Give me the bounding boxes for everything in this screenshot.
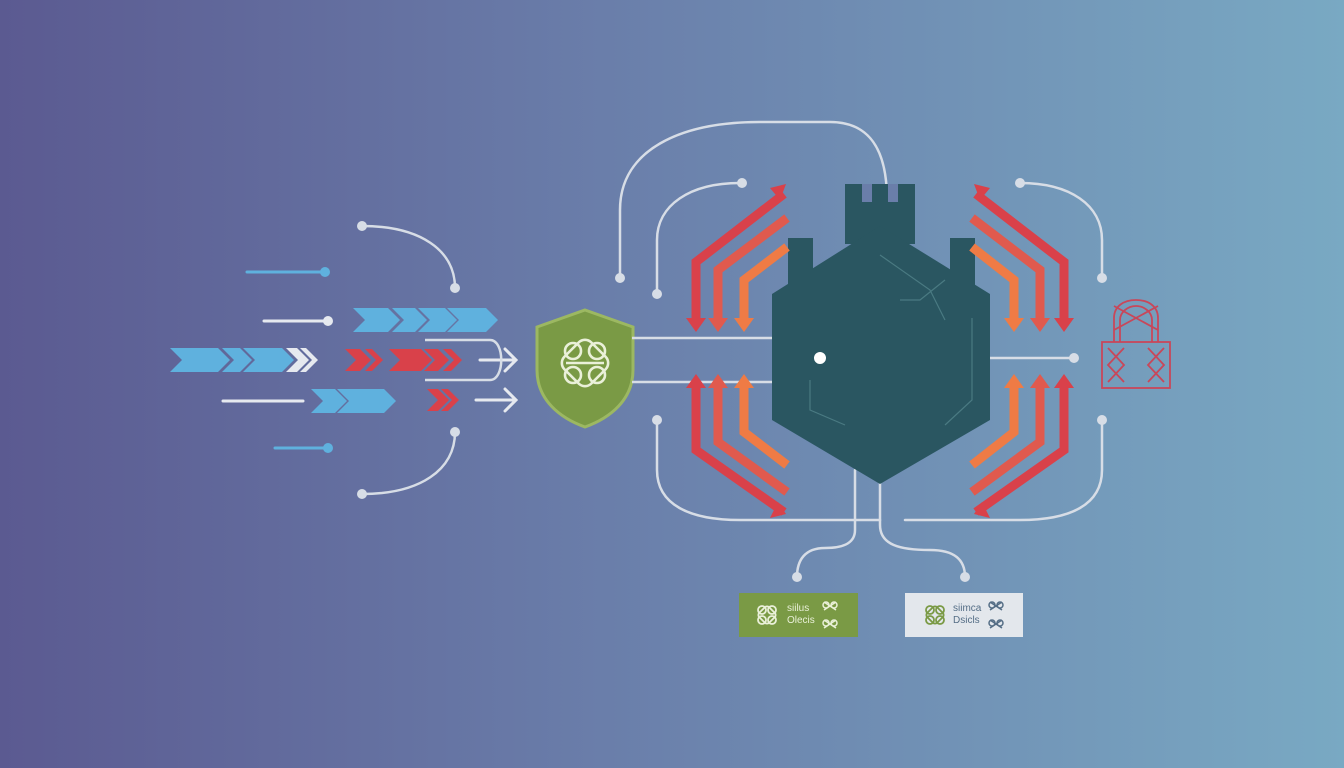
hex-arrows-top-left — [686, 184, 790, 332]
hexagon-connector-dots — [615, 178, 1107, 582]
hexagon-core — [772, 184, 990, 484]
blue-chevron-stream-lower — [311, 389, 396, 413]
merge-lines — [425, 338, 503, 382]
blue-chevron-stream-middle — [170, 348, 318, 372]
status-card-green: siilus Olecis — [739, 593, 858, 637]
card-line-2: Olecis — [787, 615, 815, 626]
red-chevron-stream-lower — [427, 389, 459, 411]
card-line-1: siimca — [953, 603, 982, 614]
white-arrows — [474, 347, 519, 413]
left-connector-lines — [360, 224, 457, 496]
celtic-knot-icon — [925, 605, 945, 625]
celtic-knot-icon — [757, 605, 777, 625]
hexagon-outer-curves — [618, 120, 1104, 579]
left-connector-dots — [357, 221, 460, 499]
padlock-icon — [1101, 299, 1171, 389]
celtic-knot-shield-icon — [535, 308, 635, 429]
hex-arrows-top-right — [969, 184, 1074, 332]
red-chevron-stream-middle — [345, 349, 462, 371]
card-line-2: Dsicls — [953, 615, 980, 626]
hex-arrows-bottom-left — [686, 374, 790, 518]
input-lines — [221, 267, 333, 453]
knot-small-icon — [822, 601, 838, 629]
blue-chevron-stream-top — [353, 308, 498, 332]
hex-arrows-bottom-right — [969, 374, 1074, 518]
knot-small-icon — [988, 601, 1004, 629]
status-card-grey: siimca Dsicls — [905, 593, 1023, 637]
card-line-1: siilus — [787, 603, 810, 614]
